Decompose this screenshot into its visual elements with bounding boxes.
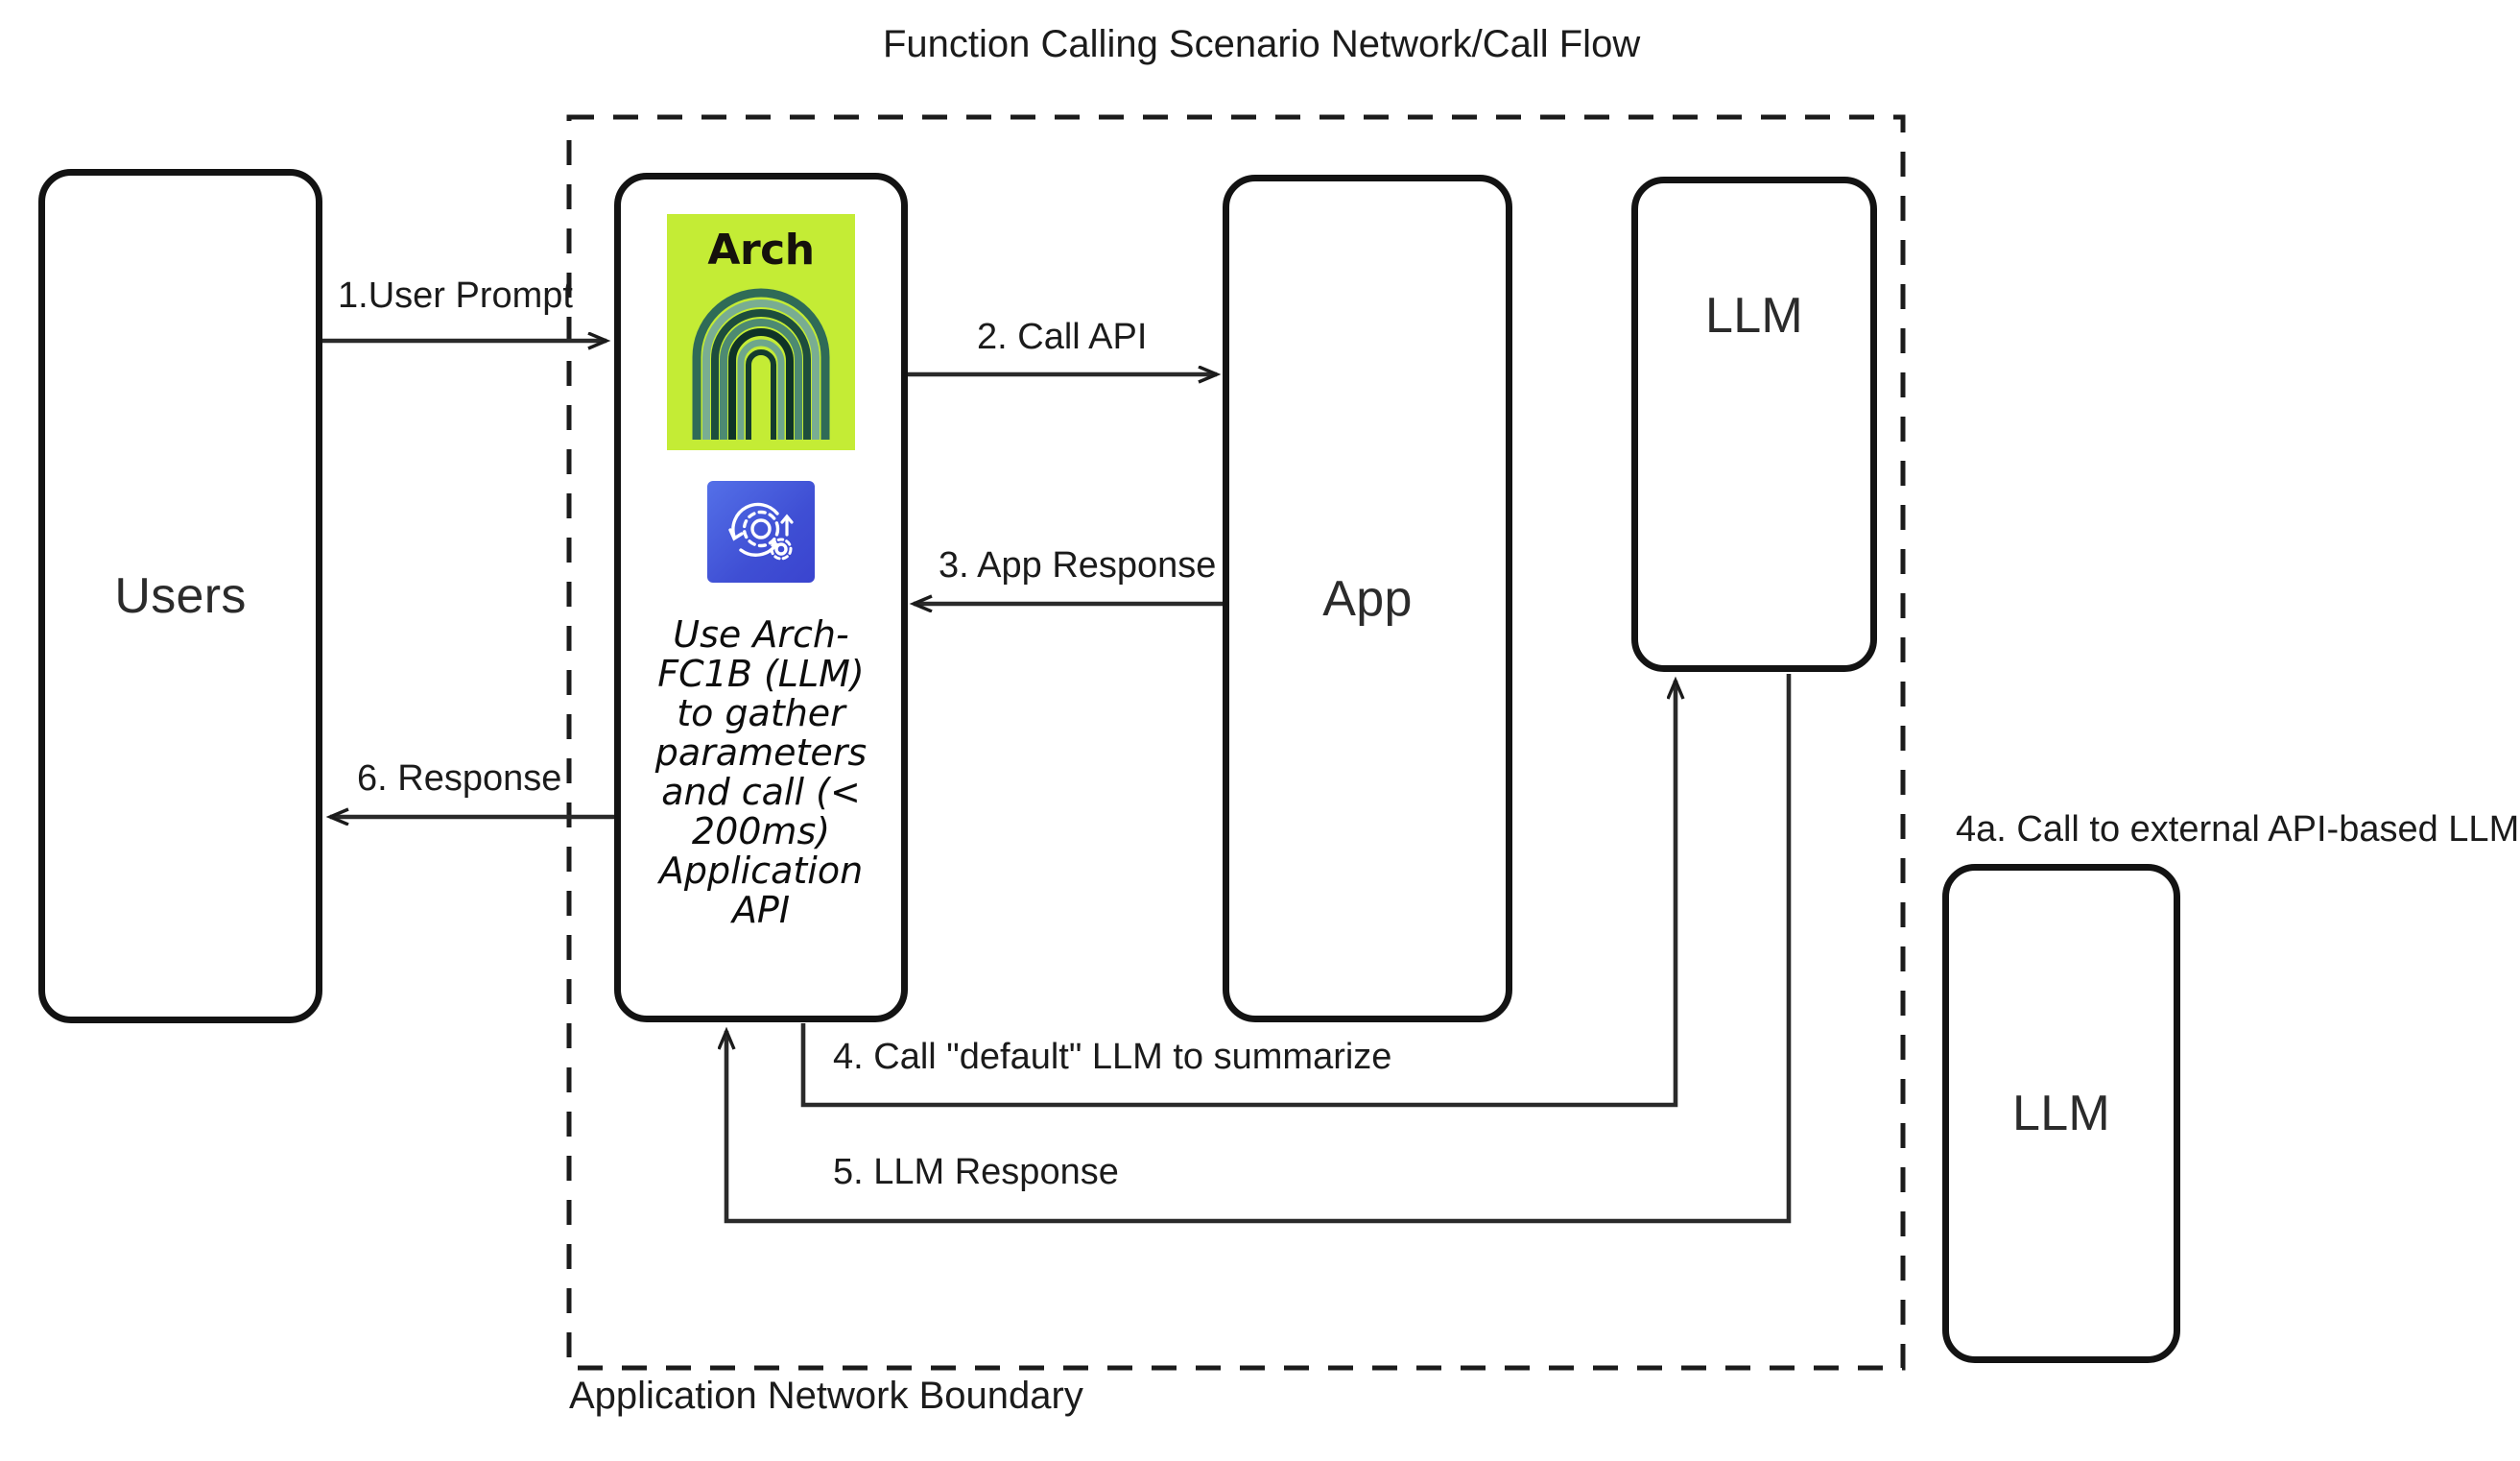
edge-5-label: 5. LLM Response <box>833 1152 1119 1192</box>
edge-3-label: 3. App Response <box>939 545 1217 586</box>
edge-6-label: 6. Response <box>357 758 562 799</box>
application-network-boundary <box>566 114 1906 1371</box>
node-llm-external-label: LLM <box>2011 1086 2111 1141</box>
arch-note-text: Use Arch-FC1B (LLM) to gather parameters… <box>654 613 868 932</box>
edge-4-call-default-llm <box>800 681 1676 1108</box>
node-app-label: App <box>1322 570 1413 627</box>
boundary-caption: Application Network Boundary <box>569 1375 1083 1417</box>
edge-5-llm-response <box>726 674 1792 1224</box>
node-arch-gateway[interactable]: Arch <box>614 173 908 1022</box>
edge-2-label: 2. Call API <box>977 317 1148 357</box>
node-users-label: Users <box>114 568 247 624</box>
node-app[interactable]: App <box>1223 175 1512 1022</box>
edge-4a-label: 4a. Call to external API-based LLM <box>1956 809 2520 850</box>
arch-logo-icon: Arch <box>667 214 855 450</box>
diagram-title: Function Calling Scenario Network/Call F… <box>883 23 1641 65</box>
node-users[interactable]: Users <box>38 169 322 1023</box>
arch-rainbow-glyph <box>692 288 830 440</box>
gears-refresh-icon <box>707 481 815 583</box>
node-llm-internal[interactable]: LLM <box>1631 177 1877 672</box>
gears-refresh-glyph <box>728 502 794 561</box>
arch-logo-wordmark: Arch <box>707 226 815 275</box>
node-llm-internal-label: LLM <box>1704 288 1804 344</box>
edge-4-label: 4. Call "default" LLM to summarize <box>833 1037 1392 1077</box>
edge-1-label: 1.User Prompt <box>338 275 573 316</box>
node-llm-external[interactable]: LLM <box>1942 864 2180 1363</box>
